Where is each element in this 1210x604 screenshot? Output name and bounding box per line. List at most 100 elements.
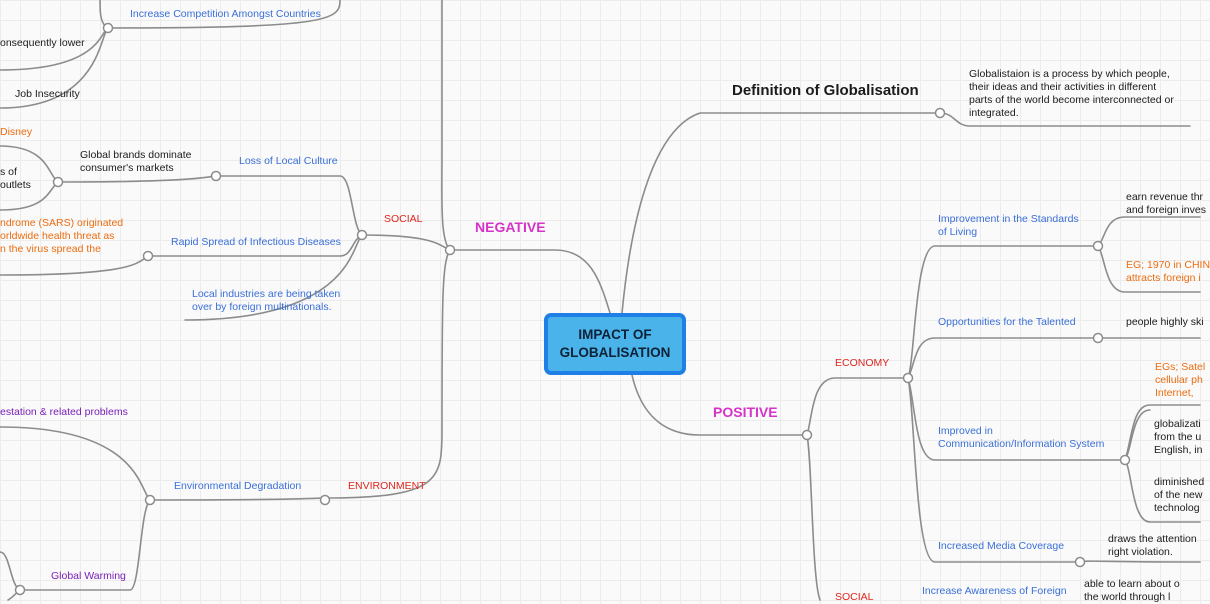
consequently-lower-node[interactable]: onsequently lower: [0, 37, 85, 49]
node-line: right violation.: [1108, 546, 1173, 558]
node-line: Communication/Information System: [938, 438, 1105, 450]
node-dot-global-brands: [52, 176, 64, 188]
standards-of-living-node[interactable]: Improvement in the Standards of Living: [938, 213, 1079, 239]
node-line: earn revenue thr: [1126, 191, 1204, 203]
definition-line: parts of the world become interconnected…: [969, 94, 1174, 106]
node-line: and foreign inves: [1126, 204, 1206, 216]
node-line: of the new: [1154, 489, 1203, 501]
environment-node[interactable]: ENVIRONMENT: [348, 480, 426, 492]
connector-positive-social: [806, 434, 821, 601]
highly-skilled-node[interactable]: people highly ski: [1126, 316, 1204, 328]
awareness-node[interactable]: Increase Awareness of Foreign: [922, 585, 1067, 597]
node-line: the world through l: [1084, 591, 1171, 603]
china-example-node[interactable]: EG; 1970 in CHIN attracts foreign i: [1126, 259, 1210, 285]
connector-negative-social: [361, 234, 451, 251]
node-line: Internet,: [1155, 387, 1194, 399]
node-line: n the virus spread the: [0, 243, 101, 255]
connector-global-brands: [57, 175, 217, 183]
negative-social-node[interactable]: SOCIAL: [384, 213, 423, 225]
connector-media: [907, 377, 1081, 563]
connector-degradation: [149, 497, 326, 501]
connector-draws: [1079, 560, 1201, 563]
node-dot-competition: [102, 22, 114, 34]
node-line: ndrome (SARS) originated: [0, 217, 124, 229]
definition-text[interactable]: Globalistaion is a process by which peop…: [969, 68, 1174, 120]
node-line: EGs; Satel: [1155, 361, 1206, 373]
node-line: cellular ph: [1155, 374, 1203, 386]
sars-node[interactable]: ndrome (SARS) originated orldwide health…: [0, 217, 123, 256]
connector-diminished: [1124, 459, 1201, 523]
rapid-spread-node[interactable]: Rapid Spread of Infectious Diseases: [171, 236, 341, 248]
connector-standards: [907, 245, 1099, 379]
global-brands-node[interactable]: Global brands dominate consumer's market…: [80, 149, 192, 175]
node-line: outlets: [0, 179, 31, 191]
connector-gw-sub1: [0, 551, 21, 591]
node-dot-definition: [934, 107, 946, 119]
media-coverage-node[interactable]: Increased Media Coverage: [938, 540, 1065, 552]
connector-communication: [907, 377, 1126, 461]
node-dot-degradation: [144, 494, 156, 506]
economy-node[interactable]: ECONOMY: [835, 357, 890, 369]
satellite-node[interactable]: EGs; Satel cellular ph Internet,: [1155, 361, 1205, 400]
deforestation-node[interactable]: estation & related problems: [0, 406, 128, 418]
connector-local-industries: [184, 234, 363, 321]
node-line: globalizati: [1154, 418, 1201, 430]
connector-sars: [0, 255, 149, 276]
disney-node[interactable]: Disney: [0, 126, 33, 138]
node-dot-communication: [1119, 454, 1131, 466]
node-line: diminished: [1154, 476, 1205, 488]
node-line: of Living: [938, 226, 978, 238]
connector-global-warming: [19, 499, 151, 591]
definition-line: Globalistaion is a process by which peop…: [969, 68, 1170, 80]
positive-social-node[interactable]: SOCIAL: [835, 591, 874, 603]
node-dot-environment: [319, 494, 331, 506]
diminished-node[interactable]: diminished of the new technolog: [1154, 476, 1204, 515]
node-dot-negative: [444, 244, 456, 256]
connector-negative-top: [441, 0, 451, 251]
node-line: orldwide health threat as: [0, 230, 115, 242]
definition-line: their ideas and their activities in diff…: [969, 81, 1157, 93]
node-dot-talented: [1092, 332, 1104, 344]
node-line: able to learn about o: [1084, 578, 1180, 590]
connector-root-definition: [621, 112, 941, 314]
node-line: s of: [0, 166, 17, 178]
node-dot-global-warming: [14, 584, 26, 596]
node-line: English, in: [1154, 444, 1203, 456]
node-line: EG; 1970 in CHIN: [1126, 259, 1210, 271]
connector-root-positive: [631, 374, 808, 436]
talented-node[interactable]: Opportunities for the Talented: [938, 316, 1076, 328]
node-line: Improvement in the Standards: [938, 213, 1079, 225]
connector-earn: [1097, 216, 1201, 247]
node-line: draws the attention: [1108, 533, 1197, 545]
earn-revenue-node[interactable]: earn revenue thr and foreign inves: [1126, 191, 1206, 217]
node-line: Improved in: [938, 425, 993, 437]
definition-title[interactable]: Definition of Globalisation: [732, 82, 919, 99]
local-industries-node[interactable]: Local industries are being taken over by…: [192, 288, 340, 314]
job-insecurity-node[interactable]: Job Insecurity: [15, 88, 80, 100]
node-line: attracts foreign i: [1126, 272, 1201, 284]
increase-competition-node[interactable]: Increase Competition Amongst Countries: [130, 8, 321, 20]
node-line: over by foreign multinationals.: [192, 301, 332, 313]
global-warming-node[interactable]: Global Warming: [51, 570, 126, 582]
node-dot-loss-culture: [210, 170, 222, 182]
connector-competition: [107, 0, 341, 29]
node-dot-economy: [902, 372, 914, 384]
node-line: technolog: [1154, 502, 1200, 514]
connector-job: [0, 27, 109, 109]
node-line: consumer's markets: [80, 162, 174, 174]
node-dot-rapid: [142, 250, 154, 262]
loss-of-local-culture-node[interactable]: Loss of Local Culture: [239, 155, 338, 167]
environmental-degradation-node[interactable]: Environmental Degradation: [174, 480, 302, 492]
node-dot-standards: [1092, 240, 1104, 252]
outlets-node[interactable]: s of outlets: [0, 166, 31, 192]
negative-topic[interactable]: NEGATIVE: [475, 219, 546, 235]
connector-deforestation: [0, 426, 151, 501]
node-line: Local industries are being taken: [192, 288, 341, 300]
globalization-node[interactable]: globalizati from the u English, in: [1154, 418, 1202, 457]
positive-topic[interactable]: POSITIVE: [713, 404, 778, 420]
root-topic[interactable]: IMPACT OF GLOBALISATION: [544, 313, 686, 375]
draws-attention-node[interactable]: draws the attention right violation.: [1108, 533, 1197, 559]
node-dot-positive: [801, 429, 813, 441]
able-to-learn-node[interactable]: able to learn about o the world through …: [1084, 578, 1180, 604]
communication-node[interactable]: Improved in Communication/Information Sy…: [938, 425, 1104, 451]
